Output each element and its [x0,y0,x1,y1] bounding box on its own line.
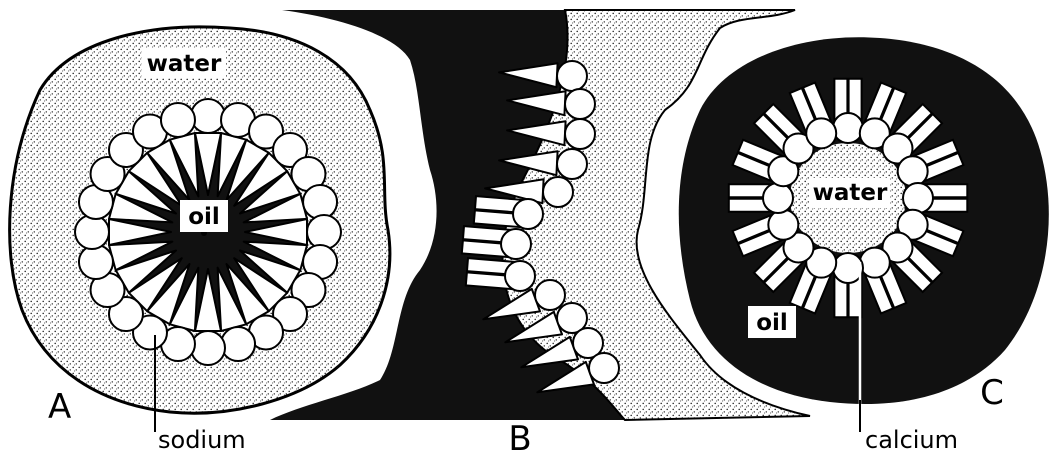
sodium-soap-molecule-head [191,99,225,133]
interface-sodium-molecule-head [589,353,619,383]
interface-calcium-molecule [466,258,535,291]
interface-sodium-molecule-head [535,280,565,310]
sodium-soap-molecule-head [303,185,337,219]
panel-a-letter: A [48,387,71,427]
sodium-soap-molecule-head [161,103,195,137]
sodium-label: sodium [158,426,246,454]
panel-a-oil-label: oil [188,204,220,230]
interface-calcium-molecule-head [501,229,531,259]
sodium-soap-molecule-head [79,245,113,279]
sodium-soap-molecule-head [75,215,109,249]
calcium-soap-molecule [729,183,793,213]
interface-sodium-molecule-head [565,119,595,149]
interface-sodium-molecule-head [543,177,573,207]
calcium-soap-molecule-head [860,248,890,278]
panel-a: water oil sodium A [10,27,390,454]
calcium-soap-molecule [903,183,967,213]
interface-sodium-molecule-head [557,149,587,179]
calcium-soap-molecule-head [768,210,798,240]
interface-calcium-molecule-head [505,261,535,291]
interface-calcium-molecule [474,196,543,229]
interface-calcium-molecule-head [513,199,543,229]
panel-b-letter: B [508,419,531,455]
calcium-soap-molecule-head [898,156,928,186]
calcium-soap-molecule-head [833,253,863,283]
panel-c-letter: C [980,373,1004,413]
calcium-soap-molecule-head [763,183,793,213]
interface-sodium-molecule-head [557,61,587,91]
sodium-soap-molecule-head [191,331,225,365]
calcium-soap-molecule [833,253,863,317]
panel-c-oil-label: oil [756,310,788,336]
calcium-soap-molecule-head [806,118,836,148]
calcium-soap-molecule-head [833,113,863,143]
calcium-soap-molecule-head [903,183,933,213]
calcium-label: calcium [865,426,958,454]
interface-sodium-molecule-head [565,89,595,119]
sodium-soap-molecule-head [307,215,341,249]
calcium-soap-molecule [833,79,863,143]
interface-calcium-molecule [462,226,531,259]
panel-a-water-label: water [147,51,222,77]
sodium-soap-molecule-head [221,327,255,361]
panel-c-water-label: water [813,180,888,206]
